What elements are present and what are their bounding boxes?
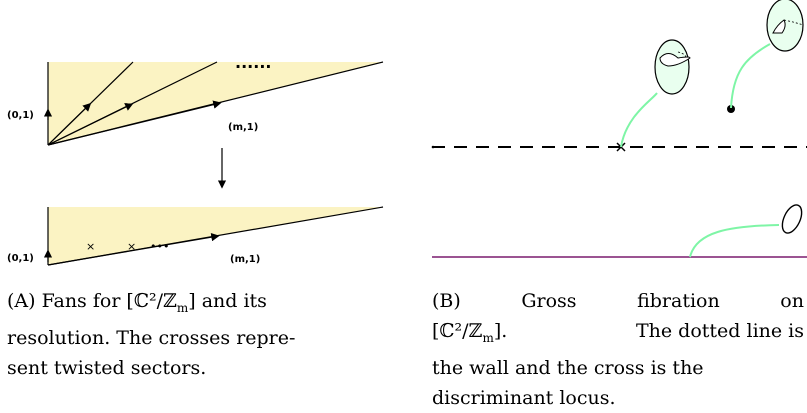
caption-a-text-1-tail: ] and its bbox=[188, 290, 267, 312]
top-fan: (0,1) (m,1) ...... bbox=[7, 53, 384, 146]
caption-a: (A) Fans for [ℂ²/ℤm] and its resolution.… bbox=[7, 286, 392, 383]
bottom-fan-label-0-1: (0,1) bbox=[7, 253, 34, 264]
pinched-fiber-icon bbox=[654, 39, 691, 95]
caption-b-word-3: on bbox=[780, 290, 804, 312]
top-fan-ray-1-arrow bbox=[47, 102, 92, 146]
top-fan-ray-m-arrow bbox=[47, 100, 222, 146]
caption-b-line-1: (B) Gross fibration on bbox=[432, 286, 804, 316]
caption-b-word-2: fibration bbox=[637, 290, 720, 312]
bottom-fan-ellipsis: ••• bbox=[150, 240, 169, 253]
twisted-sector-cross-2: × bbox=[127, 240, 136, 253]
caption-b-sub-m: m bbox=[482, 330, 494, 345]
caption-a-tag: (A) bbox=[7, 290, 36, 312]
twisted-sector-cross-1: × bbox=[86, 240, 95, 253]
wall-start-dot bbox=[431, 145, 435, 149]
caption-a-line-2: resolution. The crosses repre- bbox=[7, 326, 296, 349]
caption-b-text-2b: ]. bbox=[493, 320, 508, 342]
caption-b-tag: (B) bbox=[432, 290, 461, 312]
caption-b-text-2a: [ℂ²/ℤ bbox=[432, 320, 483, 342]
top-fan-ellipsis: ...... bbox=[235, 53, 271, 72]
top-fan-label-0-1: (0,1) bbox=[7, 110, 34, 121]
fiber-curve-1 bbox=[620, 92, 658, 148]
caption-b-line-4: discriminant locus. bbox=[432, 386, 616, 409]
base-point bbox=[727, 105, 735, 113]
gross-fibration bbox=[431, 0, 807, 258]
caption-b-word-1: Gross bbox=[521, 290, 577, 312]
top-fan-label-m-1: (m,1) bbox=[228, 122, 258, 133]
circle-fiber-icon bbox=[781, 204, 803, 234]
bottom-fan-label-m-1: (m,1) bbox=[230, 254, 260, 265]
caption-b-line-2: [ℂ²/ℤm]. The dotted line is bbox=[432, 316, 804, 353]
bottom-fan: (0,1) (m,1) × × ••• bbox=[7, 206, 384, 266]
top-fan-ray-2-arrow bbox=[47, 103, 134, 146]
fiber-curve-2 bbox=[730, 43, 771, 109]
caption-b: (B) Gross fibration on [ℂ²/ℤm]. The dott… bbox=[432, 286, 804, 413]
caption-b-text-2c: The dotted line is bbox=[635, 320, 804, 342]
caption-a-line-3: sent twisted sectors. bbox=[7, 356, 207, 379]
caption-a-sub-m: m bbox=[176, 300, 189, 315]
fiber-curve-3 bbox=[689, 224, 780, 258]
bottom-fan-ray-m-arrow bbox=[47, 232, 220, 266]
caption-a-text-1: Fans for [ℂ²/ℤ bbox=[41, 290, 177, 312]
caption-b-line-3: the wall and the cross is the bbox=[432, 356, 704, 379]
caption-a-line-1: (A) Fans for [ℂ²/ℤm] and its bbox=[7, 286, 392, 323]
torus-fiber-icon bbox=[766, 0, 804, 52]
